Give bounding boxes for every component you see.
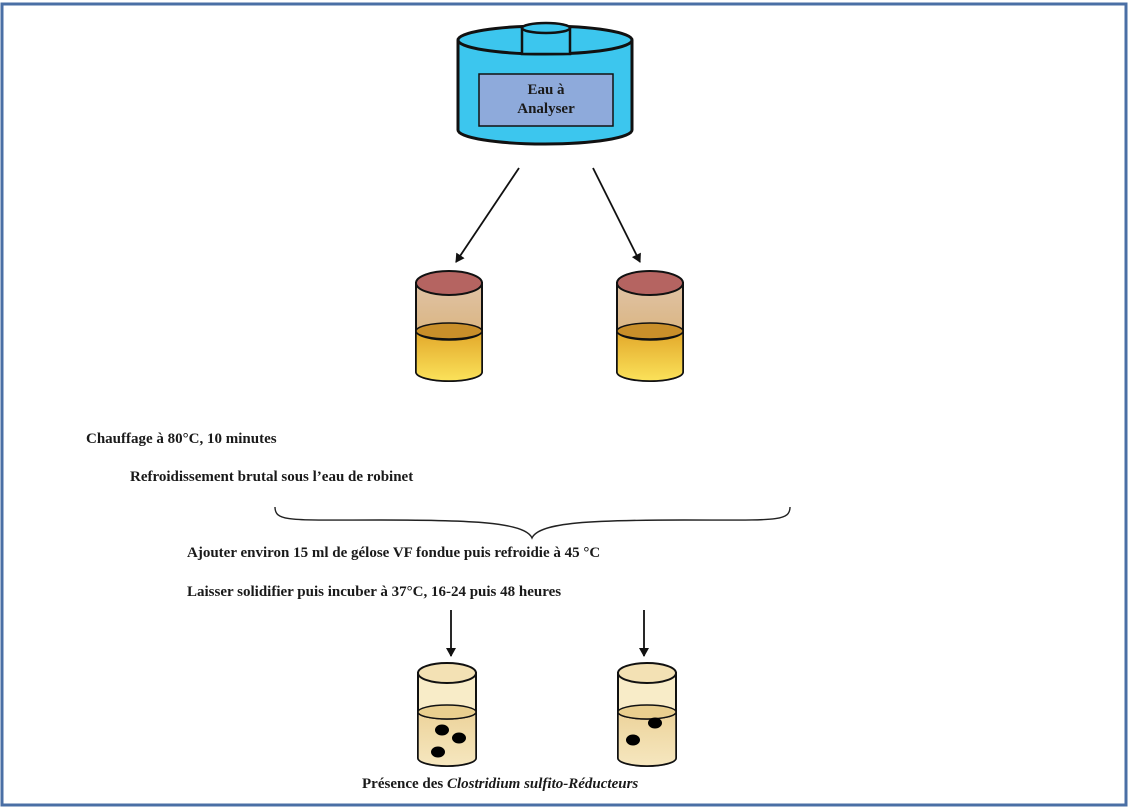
step-incubate: Laisser solidifier puis incuber à 37°C, … <box>187 584 562 600</box>
colony-dot <box>435 724 449 736</box>
container-label-line1: Eau à <box>527 82 565 98</box>
step-add-agar: Ajouter environ 15 ml de gélose VF fondu… <box>187 545 601 561</box>
water-container: Eau à Analyser <box>456 21 634 146</box>
container-label-box <box>478 73 614 127</box>
tube-cap <box>415 270 483 296</box>
result-caption: Présence des Clostridium sulfito-Réducte… <box>362 776 638 793</box>
arrow-to-tube-right <box>592 167 641 263</box>
liquid-surface <box>415 322 483 340</box>
tube-top <box>417 662 477 684</box>
agar-surface <box>617 704 677 720</box>
sample-tube-right <box>616 270 684 382</box>
colony-dot <box>648 717 662 729</box>
liquid-surface <box>616 322 684 340</box>
step-heating: Chauffage à 80°C, 10 minutes <box>86 431 277 447</box>
result-prefix: Présence des <box>362 776 447 792</box>
sample-tube-left <box>415 270 483 382</box>
colony-dot <box>431 746 445 758</box>
tube-cap <box>616 270 684 296</box>
step-cooling: Refroidissement brutal sous l’eau de rob… <box>130 469 414 485</box>
arrow-to-tube-left <box>455 167 520 263</box>
container-label-line2: Analyser <box>517 101 575 117</box>
result-tube-right <box>617 662 677 767</box>
result-organism: Clostridium sulfito-Réducteurs <box>446 776 639 792</box>
curly-brace <box>274 506 791 540</box>
result-tube-left <box>417 662 477 767</box>
colony-dot <box>452 732 466 744</box>
colony-dot <box>626 734 640 746</box>
tube-top <box>617 662 677 684</box>
agar-surface <box>417 704 477 720</box>
